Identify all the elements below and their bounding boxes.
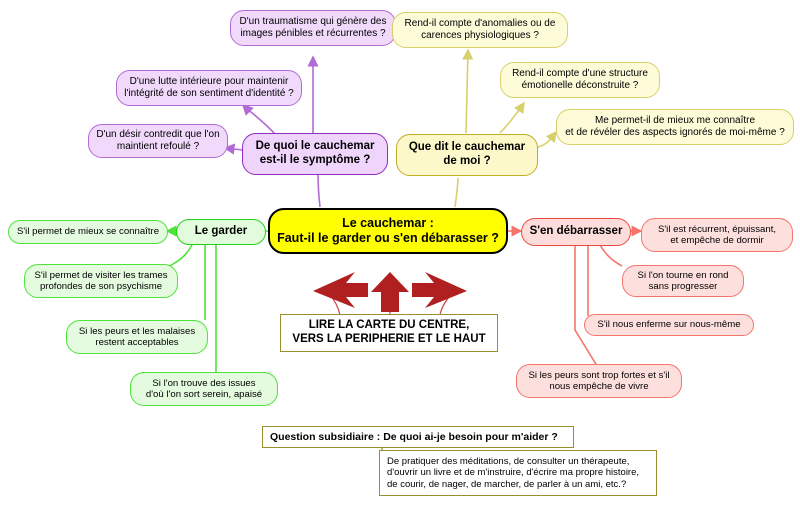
reading-instruction-box: LIRE LA CARTE DU CENTRE, VERS LA PERIPHE… bbox=[280, 314, 498, 352]
node-symptome-lutte[interactable]: D'une lutte intérieure pour maintenir l'… bbox=[116, 70, 302, 106]
arrow-left-icon bbox=[313, 272, 368, 308]
node-quedit-structure[interactable]: Rend-il compte d'une structure émotionel… bbox=[500, 62, 660, 98]
node-debarrasser-vivre[interactable]: Si les peurs sont trop fortes et s'il no… bbox=[516, 364, 682, 398]
node-symptome-desir[interactable]: D'un désir contredit que l'on maintient … bbox=[88, 124, 228, 158]
central-topic[interactable]: Le cauchemar : Faut-il le garder ou s'en… bbox=[268, 208, 508, 254]
branch-que-dit[interactable]: Que dit le cauchemar de moi ? bbox=[396, 134, 538, 176]
node-garder-connaitre[interactable]: S'il permet de mieux se connaître bbox=[8, 220, 168, 244]
node-garder-issues[interactable]: Si l'on trouve des issues d'où l'on sort… bbox=[130, 372, 278, 406]
arrow-up-icon bbox=[371, 272, 409, 312]
node-garder-trames[interactable]: S'il permet de visiter les trames profon… bbox=[24, 264, 178, 298]
node-symptome-traumatisme[interactable]: D'un traumatisme qui génère des images p… bbox=[230, 10, 396, 46]
branch-garder[interactable]: Le garder bbox=[176, 219, 266, 245]
node-debarrasser-rond[interactable]: Si l'on tourne en rond sans progresser bbox=[622, 265, 744, 297]
node-debarrasser-recurrent[interactable]: S'il est récurrent, épuissant, et empêch… bbox=[641, 218, 793, 252]
footer-answer-box: De pratiquer des méditations, de consult… bbox=[379, 450, 657, 496]
footer-question-box: Question subsidiaire : De quoi ai-je bes… bbox=[262, 426, 574, 448]
node-debarrasser-enferme[interactable]: S'il nous enferme sur nous-même bbox=[584, 314, 754, 336]
node-garder-peurs[interactable]: Si les peurs et les malaises restent acc… bbox=[66, 320, 208, 354]
node-quedit-anomalies[interactable]: Rend-il compte d'anomalies ou de carence… bbox=[392, 12, 568, 48]
branch-symptome[interactable]: De quoi le cauchemar est-il le symptôme … bbox=[242, 133, 388, 175]
node-quedit-connaitre[interactable]: Me permet-il de mieux me connaître et de… bbox=[556, 109, 794, 145]
arrow-right-icon bbox=[412, 272, 467, 308]
branch-debarrasser[interactable]: S'en débarrasser bbox=[521, 218, 631, 246]
